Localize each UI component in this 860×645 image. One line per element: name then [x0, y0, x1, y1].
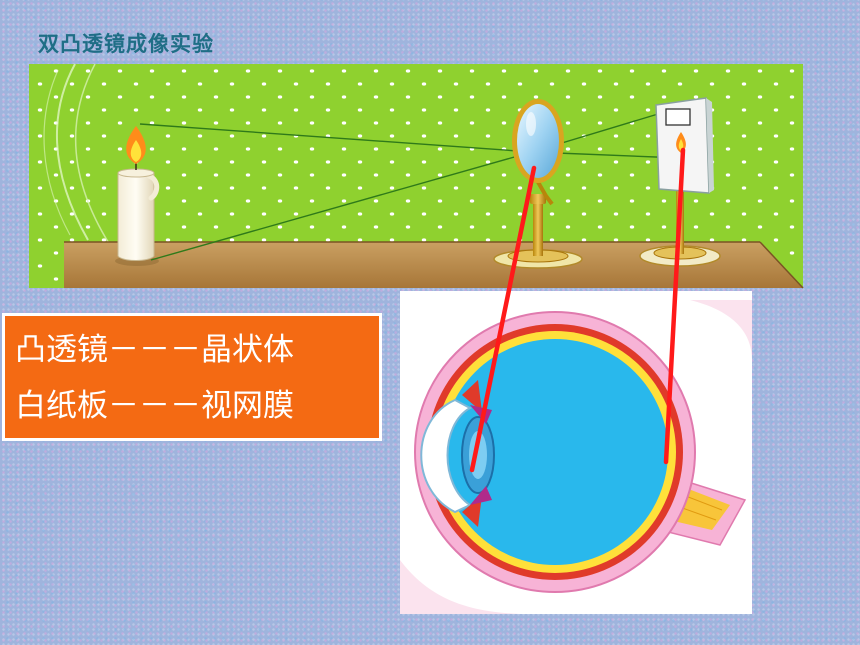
lens-analogy-label: 凸透镜－－－晶状体 — [15, 332, 294, 368]
eye-cross-section-icon — [400, 291, 752, 614]
correspondence-pointers — [469, 147, 686, 473]
screen-board-icon — [639, 97, 721, 267]
wooden-bench — [64, 241, 804, 289]
page-title: 双凸透镜成像实验 — [38, 32, 214, 56]
candle-icon — [115, 126, 160, 266]
analogy-label-box: 凸透镜－－－晶状体 白纸板－－－视网膜 — [2, 313, 382, 441]
screen-analogy-label: 白纸板－－－视网膜 — [15, 388, 294, 424]
